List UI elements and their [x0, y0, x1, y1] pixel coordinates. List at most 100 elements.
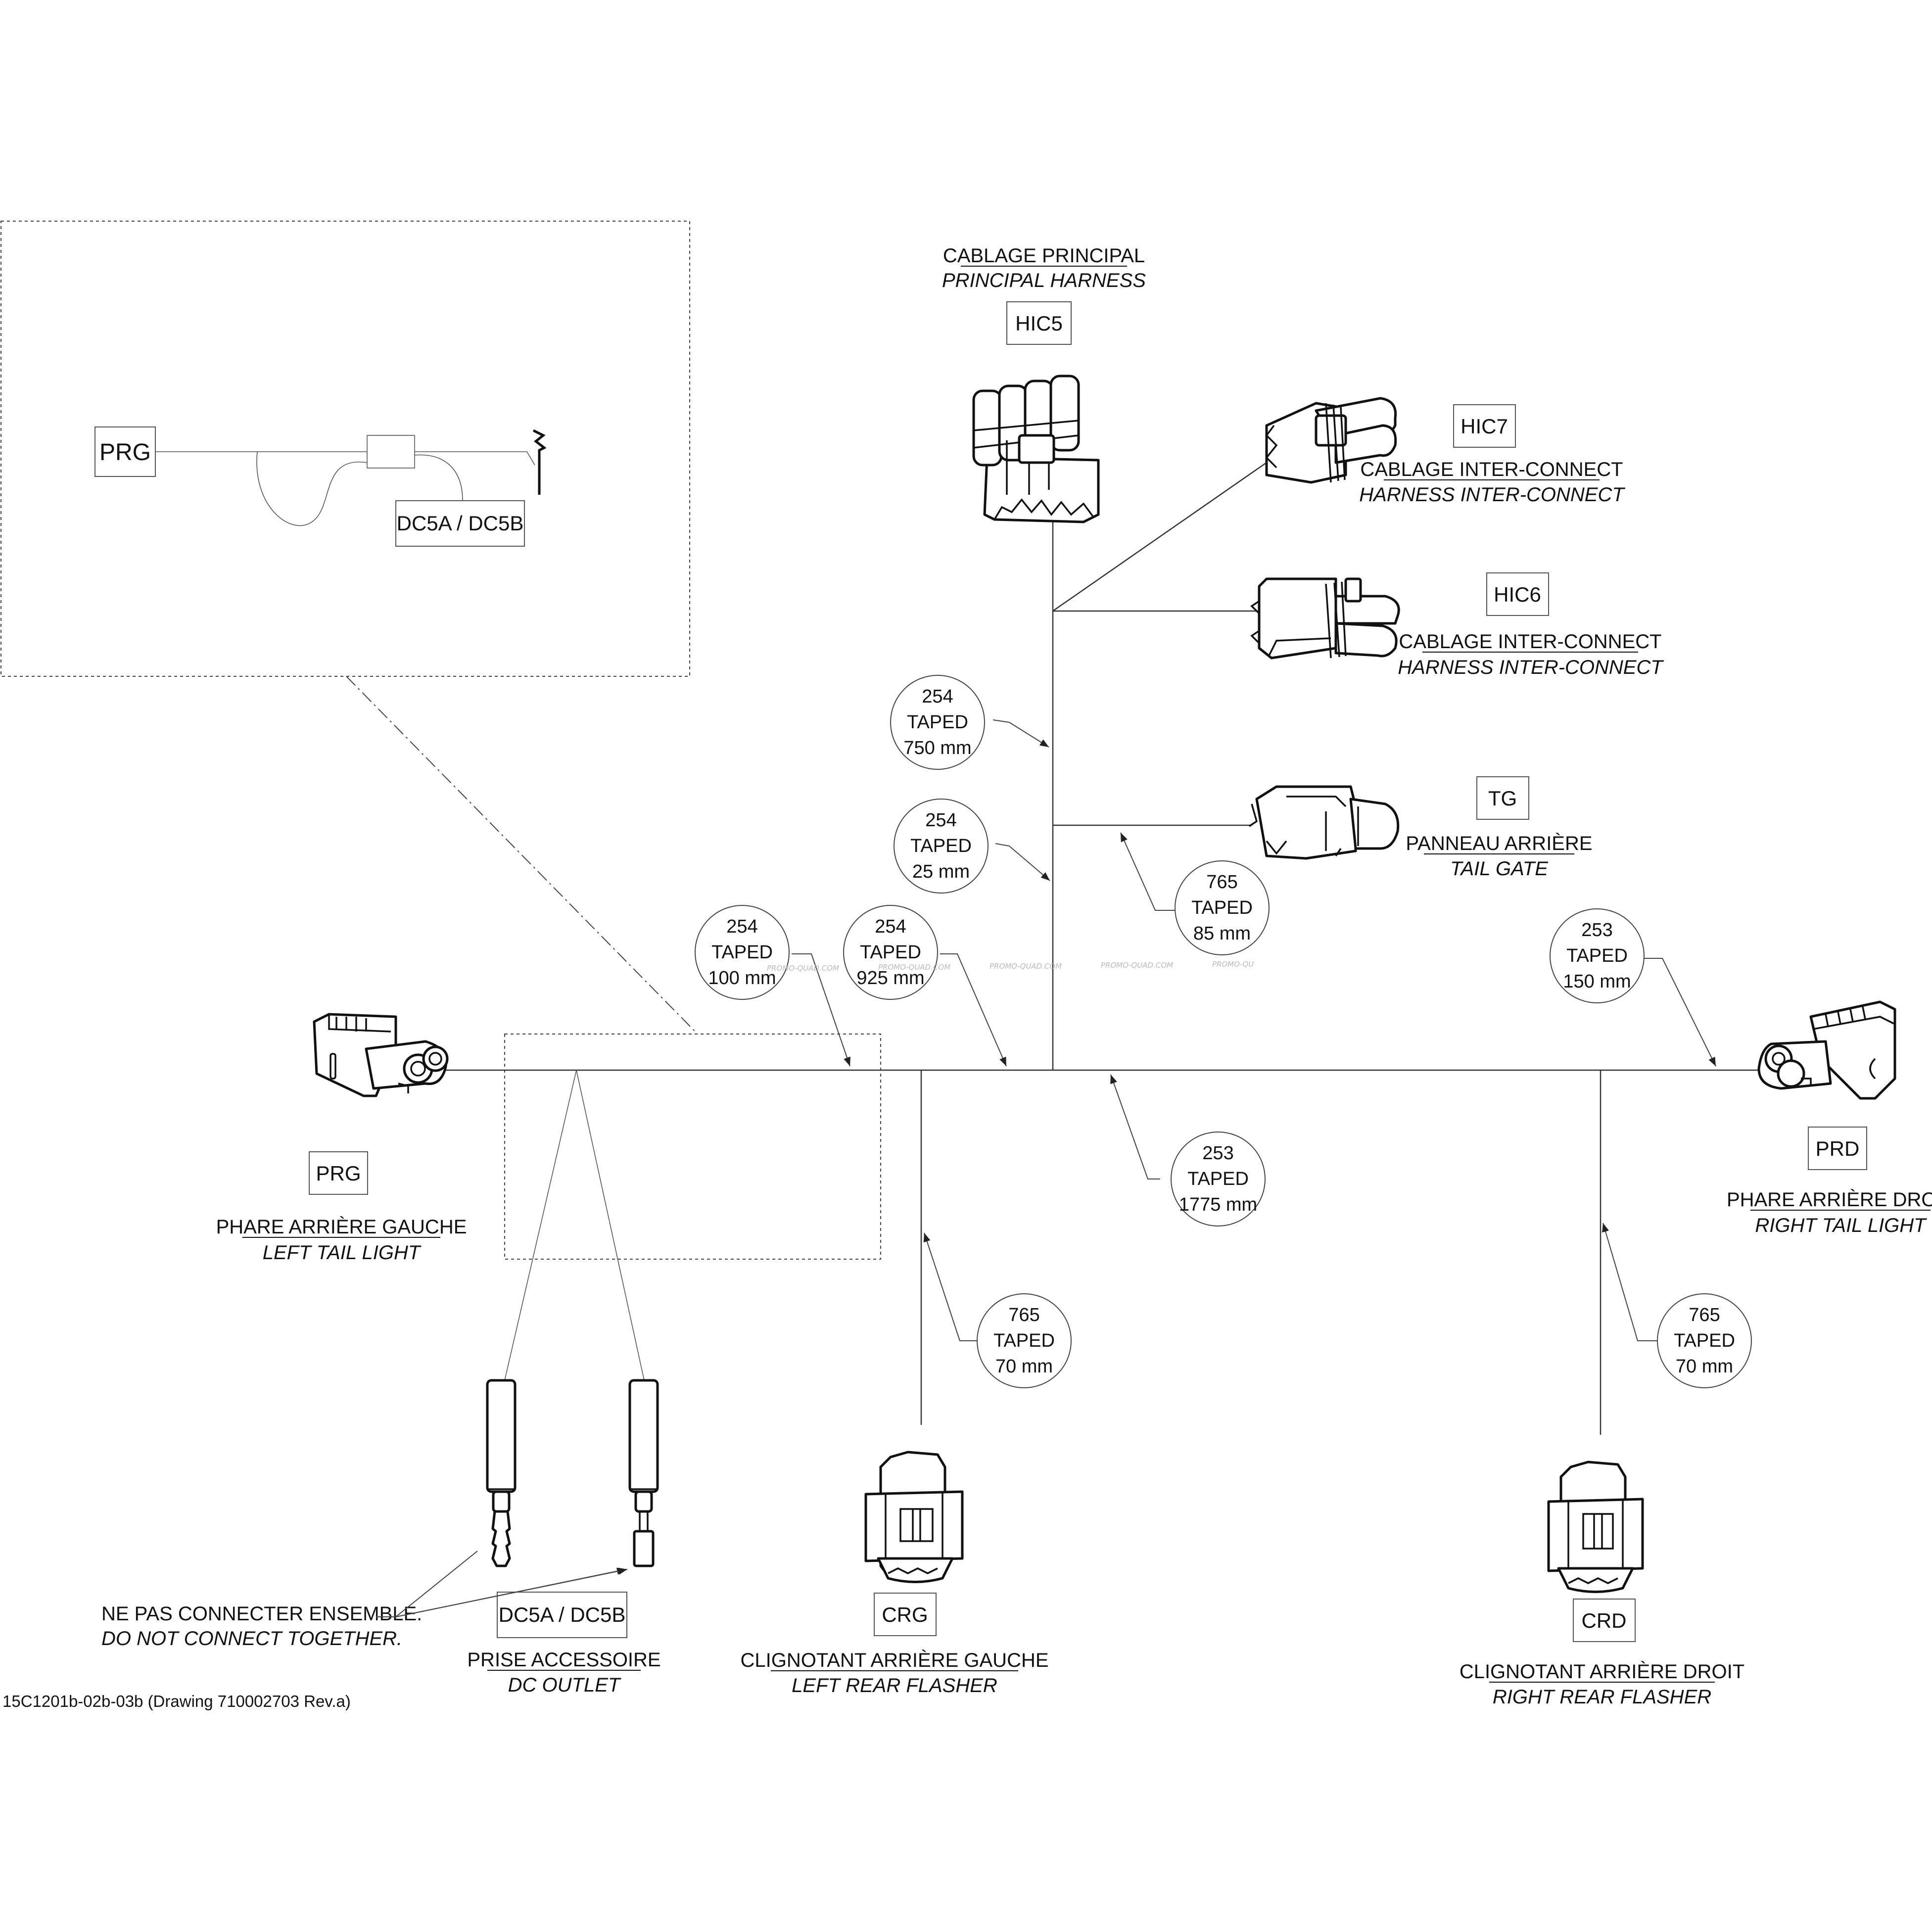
hic5-tag-box [1006, 301, 1072, 345]
callout-length: 925 mm [856, 968, 924, 989]
dc-tag-box [497, 1592, 627, 1638]
crd-tag-box [1573, 1599, 1636, 1642]
tg-connector-icon [1249, 785, 1400, 860]
branch-dc-b [576, 1070, 645, 1381]
dc-tag: DC5A / DC5B [499, 1603, 626, 1626]
hic7-tag-box [1453, 404, 1516, 448]
tg-tag-box [1476, 776, 1529, 820]
hic6-label-fr: CABLAGE INTER-CONNECT [1399, 631, 1661, 653]
prd-label-fr: PHARE ARRIÈRE DROIT [1727, 1188, 1932, 1211]
svg-text:PROMO-QUAD.COM: PROMO-QUAD.COM [878, 963, 950, 972]
crg-tag-box [874, 1593, 937, 1636]
detail-section-box [504, 1034, 881, 1260]
callout-code: 253 [1202, 1143, 1233, 1164]
hic6-connector-icon [1250, 577, 1400, 660]
dc-label-en: DC OUTLET [508, 1674, 621, 1696]
hic6-tag-box [1486, 572, 1549, 616]
callout-type: TAPED [1187, 1169, 1249, 1189]
hic6-label-en: HARNESS INTER-CONNECT [1398, 657, 1664, 678]
callout-code: 254 [922, 686, 953, 707]
callout-code: 765 [1008, 1305, 1039, 1325]
crd-label-en: RIGHT REAR FLASHER [1493, 1686, 1711, 1708]
crg-label-fr: CLIGNOTANT ARRIÈRE GAUCHE [740, 1649, 1048, 1671]
detail-wire [155, 451, 535, 526]
detail-prg-tag: PRG [99, 439, 151, 466]
callout-70-left: 765 TAPED 70 mm [977, 1293, 1072, 1388]
callout-type: TAPED [907, 712, 968, 733]
callout-25: 254 TAPED 25 mm [894, 799, 989, 894]
callout-length: 70 mm [995, 1356, 1053, 1377]
hic7-label-en: HARNESS INTER-CONNECT [1359, 484, 1625, 506]
watermark: PROMO-QUAD.COM PROMO-QUAD.COM PROMO-QUAD… [767, 960, 1254, 973]
hic7-connector-icon [1265, 397, 1397, 484]
callout-type: TAPED [993, 1330, 1055, 1351]
detail-dc-tag: DC5A / DC5B [397, 512, 524, 535]
callout-type: TAPED [910, 836, 972, 856]
drawing-reference: 15C1201b-02b-03b (Drawing 710002703 Rev.… [2, 1692, 351, 1710]
hic7-tag: HIC7 [1461, 415, 1508, 438]
detail-dc-tag-box [395, 500, 525, 547]
hic5-tag: HIC5 [1015, 312, 1063, 335]
callout-150: 253 TAPED 150 mm [1550, 908, 1645, 1003]
svg-text:PROMO-QU: PROMO-QU [1212, 960, 1254, 969]
hic7-label-fr: CABLAGE INTER-CONNECT [1360, 459, 1623, 480]
detail-view: PRG DC5A / DC5B [0, 221, 690, 677]
prd-tag: PRD [1816, 1137, 1860, 1160]
prd-label-en: RIGHT TAIL LIGHT [1755, 1215, 1927, 1236]
callout-code: 765 [1689, 1305, 1720, 1325]
callout-length: 1775 mm [1179, 1194, 1257, 1215]
callout-length: 85 mm [1193, 923, 1251, 944]
do-not-connect-note: NE PAS CONNECTER ENSEMBLE. DO NOT CONNEC… [101, 1551, 627, 1649]
prg-connector-icon [313, 1013, 449, 1097]
callout-type: TAPED [1191, 897, 1253, 918]
callout-length: 150 mm [1563, 971, 1631, 992]
crd-label-fr: CLIGNOTANT ARRIÈRE DROIT [1460, 1660, 1744, 1683]
prg-label-fr: PHARE ARRIÈRE GAUCHE [216, 1216, 467, 1238]
callout-750: 254 TAPED 750 mm [890, 675, 985, 770]
callout-type: TAPED [1566, 945, 1628, 966]
detail-fuse-lead [414, 454, 463, 501]
callout-length: 70 mm [1676, 1356, 1733, 1377]
crd-tag: CRD [1582, 1609, 1627, 1632]
note-fr: NE PAS CONNECTER ENSEMBLE. [101, 1603, 422, 1625]
hic6-tag: HIC6 [1494, 583, 1541, 606]
crg-connector-icon [864, 1451, 964, 1583]
prd-connector-icon [1757, 1000, 1896, 1100]
callout-length: 100 mm [708, 968, 776, 989]
callout-925: 254 TAPED 925 mm [843, 905, 938, 1000]
prd-tag-box [1808, 1127, 1867, 1170]
callout-type: TAPED [860, 942, 921, 963]
callout-code: 253 [1581, 920, 1612, 941]
callout-length: 750 mm [903, 738, 971, 758]
callout-length: 25 mm [912, 861, 970, 882]
harness-wires [445, 462, 1766, 1435]
prg-label-en: LEFT TAIL LIGHT [263, 1242, 422, 1264]
detail-leader [346, 676, 698, 1035]
prg-tag: PRG [316, 1162, 361, 1185]
crg-tag: CRG [882, 1603, 928, 1626]
svg-text:PROMO-QUAD.COM: PROMO-QUAD.COM [990, 962, 1062, 971]
callout-type: TAPED [711, 942, 773, 963]
tg-label-fr: PANNEAU ARRIÈRE [1406, 832, 1592, 854]
dc-label-fr: PRISE ACCESSOIRE [467, 1649, 660, 1671]
hic5-label-fr: CABLAGE PRINCIPAL [943, 245, 1145, 267]
prg-tag-box [309, 1151, 368, 1195]
hic5-label-en: PRINCIPAL HARNESS [942, 270, 1146, 291]
callout-70-right: 765 TAPED 70 mm [1657, 1293, 1752, 1388]
svg-text:PROMO-QUAD.COM: PROMO-QUAD.COM [1101, 961, 1173, 970]
dc-outlet-connector-icon [486, 1379, 659, 1567]
svg-text:PROMO-QUAD.COM: PROMO-QUAD.COM [767, 964, 839, 973]
note-en: DO NOT CONNECT TOGETHER. [101, 1628, 402, 1649]
detail-frame [0, 221, 690, 677]
note-leader-2 [395, 1567, 628, 1617]
callout-leaders [792, 719, 1716, 1341]
callout-code: 254 [726, 916, 757, 937]
hic5-connector-icon [972, 375, 1100, 523]
callout-code: 765 [1206, 872, 1237, 893]
detail-fuse [367, 435, 415, 469]
callout-85: 765 TAPED 85 mm [1175, 860, 1270, 955]
callout-code: 254 [925, 810, 956, 831]
callout-type: TAPED [1674, 1330, 1735, 1351]
tg-tag: TG [1488, 787, 1517, 810]
